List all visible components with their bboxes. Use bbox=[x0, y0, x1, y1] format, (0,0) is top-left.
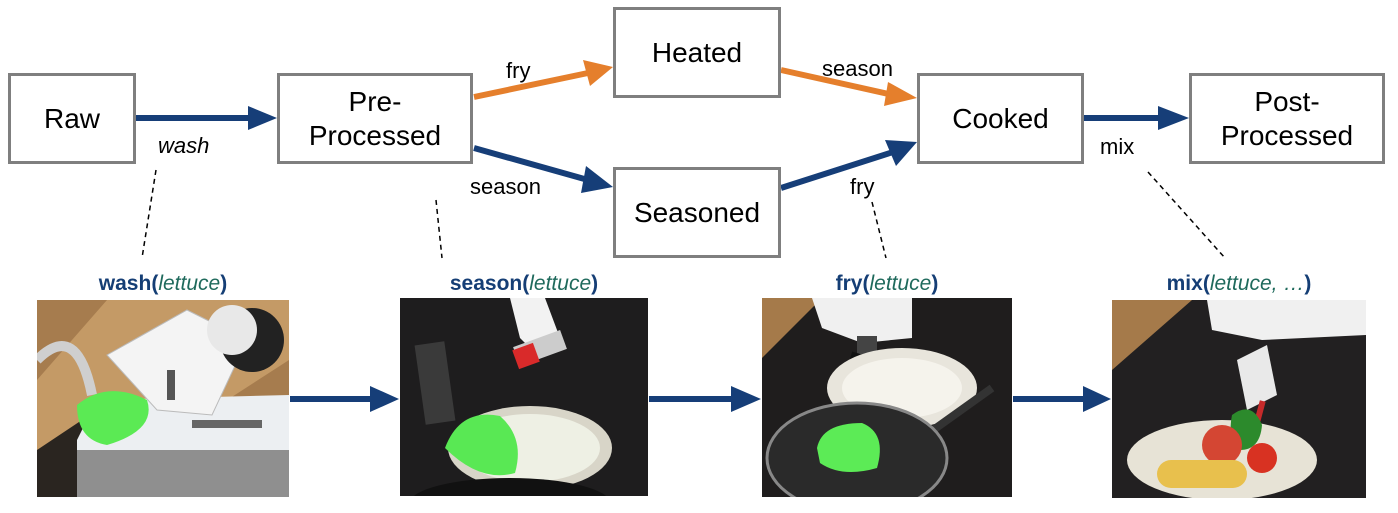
caption-fry-arg: lettuce bbox=[869, 272, 932, 295]
caption-season-action: season bbox=[449, 272, 523, 295]
state-post-processed: Post- Processed bbox=[1189, 73, 1385, 164]
leader-mix bbox=[1147, 171, 1226, 259]
caption-fry: fry(lettuce) bbox=[835, 272, 939, 295]
state-pre-processed-line2: Processed bbox=[308, 119, 442, 151]
caption-fry-action: fry bbox=[835, 272, 863, 295]
leader-wash bbox=[141, 169, 157, 259]
caption-mix-action: mix bbox=[1166, 272, 1203, 295]
edge-label-wash: wash bbox=[158, 133, 210, 158]
caption-mix-arg: lettuce, … bbox=[1209, 272, 1305, 295]
state-seasoned-label: Seasoned bbox=[633, 196, 761, 228]
state-post-processed-line2: Processed bbox=[1220, 119, 1354, 151]
edge-mix bbox=[1084, 106, 1189, 130]
arrow-photo-1-2 bbox=[290, 386, 399, 412]
state-pre-processed: Pre- Processed bbox=[277, 73, 473, 164]
state-pre-processed-line1: Pre- bbox=[348, 85, 402, 117]
edge-label-fry-lower: fry bbox=[850, 174, 875, 199]
edge-wash bbox=[136, 106, 277, 130]
arrow-photo-3-4 bbox=[1013, 386, 1111, 412]
photo-wash bbox=[37, 300, 289, 497]
caption-wash: wash(lettuce) bbox=[98, 272, 228, 295]
caption-wash-arg: lettuce bbox=[158, 272, 221, 295]
photo-mix bbox=[1112, 300, 1366, 498]
photo-season bbox=[400, 298, 648, 496]
caption-season: season(lettuce) bbox=[449, 272, 599, 295]
leader-season bbox=[435, 199, 443, 259]
caption-mix: mix(lettuce, …) bbox=[1166, 272, 1312, 295]
state-raw-label: Raw bbox=[43, 102, 100, 134]
state-post-processed-line1: Post- bbox=[1254, 85, 1320, 117]
state-heated-label: Heated bbox=[651, 36, 743, 68]
state-cooked-label: Cooked bbox=[952, 102, 1049, 134]
state-heated: Heated bbox=[613, 7, 781, 98]
photo-fry bbox=[762, 298, 1012, 497]
arrow-photo-2-3 bbox=[649, 386, 761, 412]
caption-wash-action: wash bbox=[98, 272, 152, 295]
state-raw: Raw bbox=[8, 73, 136, 164]
leader-fry bbox=[871, 201, 887, 259]
state-seasoned: Seasoned bbox=[613, 167, 781, 258]
edge-label-season-lower: season bbox=[470, 174, 541, 199]
edge-label-season-upper: season bbox=[822, 56, 893, 81]
edge-fry-to-cooked bbox=[780, 140, 917, 191]
caption-season-arg: lettuce bbox=[529, 272, 592, 295]
edge-label-mix: mix bbox=[1100, 134, 1135, 159]
edge-season-to-seasoned bbox=[473, 145, 613, 193]
state-cooked: Cooked bbox=[917, 73, 1084, 164]
edge-fry-to-heated bbox=[473, 60, 613, 100]
edge-season-to-cooked bbox=[780, 67, 917, 106]
edge-label-fry-upper: fry bbox=[506, 58, 531, 83]
